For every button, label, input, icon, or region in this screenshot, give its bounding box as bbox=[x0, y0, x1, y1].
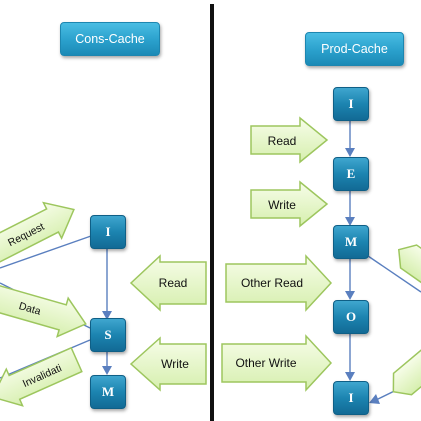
prod-read-arrow: Read bbox=[250, 116, 329, 164]
cons-state-m: M bbox=[90, 375, 126, 409]
cons-write-label: Write bbox=[161, 357, 189, 371]
prod-other-write-arrow: Other Write bbox=[221, 334, 333, 392]
cons-line-request bbox=[0, 235, 92, 269]
prod-cache-title: Prod-Cache bbox=[305, 32, 404, 66]
cons-data-label: Data bbox=[17, 300, 42, 318]
prod-state-i-top: I bbox=[333, 87, 369, 121]
prod-right-arrow-bottom bbox=[392, 334, 421, 396]
cons-state-s: S bbox=[90, 318, 126, 352]
prod-other-read-arrow: Other Read bbox=[225, 254, 333, 312]
prod-write-label: Write bbox=[268, 198, 296, 212]
cons-state-i: I bbox=[90, 215, 126, 249]
prod-read-label: Read bbox=[268, 134, 297, 148]
cons-read-arrow: Read bbox=[129, 254, 207, 312]
cons-data-arrow: Data bbox=[0, 278, 87, 338]
cons-invalidate-arrow: Invalidati bbox=[0, 346, 83, 407]
prod-arrowhead-o-to-i bbox=[345, 372, 355, 381]
prod-other-read-label: Other Read bbox=[241, 276, 303, 290]
cons-request-arrow: Request bbox=[0, 201, 75, 274]
cons-arrowhead-s-to-m bbox=[102, 366, 112, 375]
prod-arrowhead-e-to-m bbox=[345, 217, 355, 226]
cons-cache-title: Cons-Cache bbox=[60, 22, 160, 56]
prod-right-arrow-top bbox=[397, 244, 421, 298]
prod-write-arrow: Write bbox=[250, 180, 329, 228]
prod-state-e: E bbox=[333, 157, 369, 191]
prod-line-m-out bbox=[367, 255, 421, 293]
prod-state-o: O bbox=[333, 300, 369, 334]
prod-state-i-bottom: I bbox=[333, 381, 369, 415]
cons-read-label: Read bbox=[159, 276, 188, 290]
cons-arrowhead-i-to-s bbox=[102, 311, 112, 320]
prod-arrowhead-in-i bbox=[369, 394, 380, 404]
cons-write-arrow: Write bbox=[129, 336, 207, 392]
prod-other-write-label: Other Write bbox=[235, 356, 296, 370]
prod-state-m: M bbox=[333, 225, 369, 259]
prod-arrowhead-i-to-e bbox=[345, 148, 355, 157]
prod-arrowhead-m-to-o bbox=[345, 291, 355, 300]
